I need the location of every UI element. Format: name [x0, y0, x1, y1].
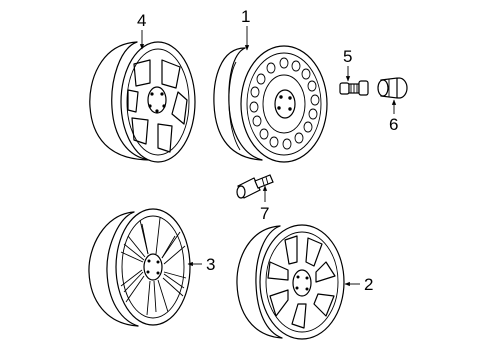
callout-1: 1	[241, 7, 250, 26]
callout-2: 2	[364, 275, 373, 294]
wheel-4-alloy	[89, 41, 196, 163]
callout-3: 3	[206, 255, 215, 274]
callout-6: 6	[389, 115, 398, 134]
lug-nut-6	[377, 77, 408, 99]
wheel-1-steel	[213, 45, 328, 163]
callout-4: 4	[137, 11, 146, 30]
wheel-2-alloy	[236, 224, 345, 340]
wheel-3-alloy	[88, 208, 191, 327]
valve-stem-5	[339, 80, 369, 96]
callout-7: 7	[260, 204, 269, 223]
callout-5: 5	[343, 47, 352, 66]
leader-lines	[139, 26, 397, 287]
tpms-valve-7	[236, 174, 274, 199]
